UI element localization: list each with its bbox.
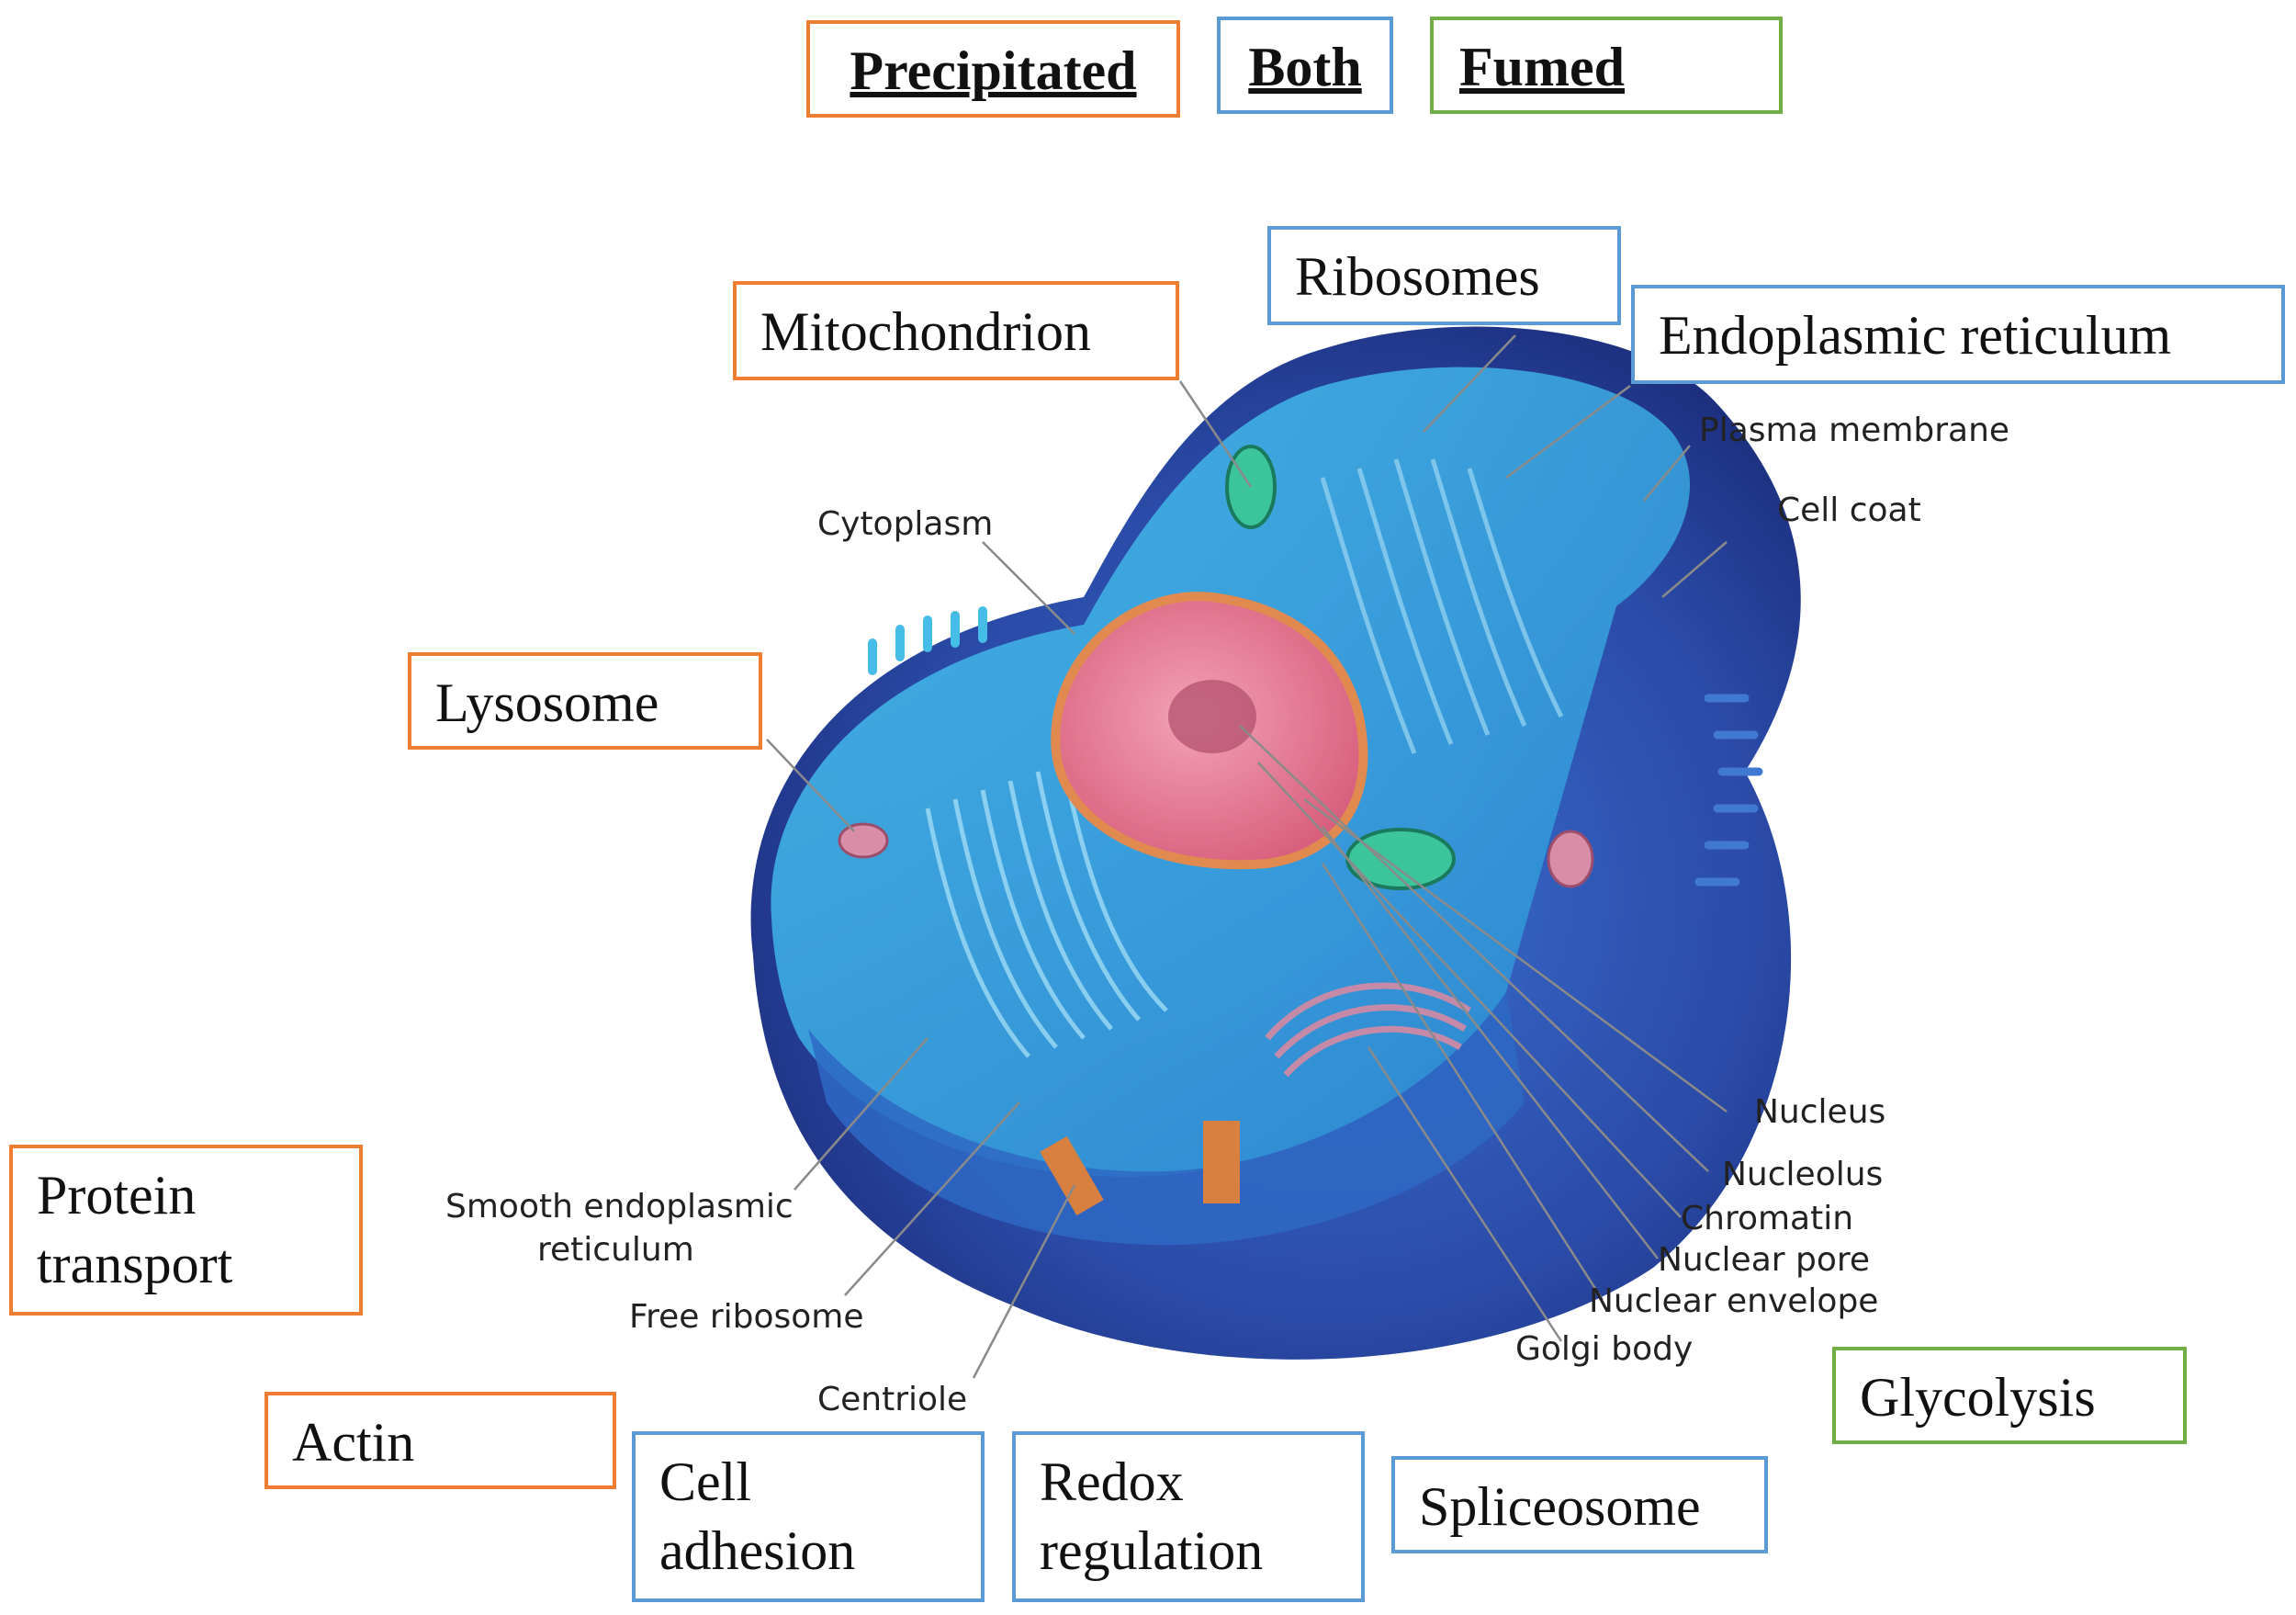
box-ribosomes: Ribosomes xyxy=(1267,226,1621,325)
box-cell-adhesion-line1: Cell xyxy=(659,1451,751,1512)
lysosome-left xyxy=(838,822,889,859)
label-golgi-body: Golgi body xyxy=(1515,1330,1693,1368)
label-smooth-er-line1: Smooth endoplasmic xyxy=(445,1188,793,1225)
lysosome-right xyxy=(1547,830,1594,888)
box-cell-adhesion-line2: adhesion xyxy=(659,1520,856,1581)
centrioles xyxy=(1040,1121,1240,1216)
label-nuclear-envelope: Nuclear envelope xyxy=(1589,1282,1878,1320)
label-centriole: Centriole xyxy=(817,1381,967,1418)
cell-cutaway-wall xyxy=(808,992,1525,1246)
box-spliceosome: Spliceosome xyxy=(1391,1456,1768,1553)
box-cell-adhesion: Cell adhesion xyxy=(632,1431,985,1602)
microvilli xyxy=(868,606,987,675)
nucleolus xyxy=(1168,680,1256,753)
golgi-apparatus xyxy=(1265,982,1471,1078)
rough-er-left xyxy=(925,771,1168,1058)
label-nuclear-pore: Nuclear pore xyxy=(1658,1241,1870,1279)
rough-er-right xyxy=(1320,458,1564,754)
label-nucleus: Nucleus xyxy=(1754,1093,1885,1131)
box-glycolysis: Glycolysis xyxy=(1832,1347,2187,1444)
box-protein-transport: Protein transport xyxy=(9,1145,363,1316)
label-nucleolus: Nucleolus xyxy=(1722,1156,1883,1193)
label-free-ribosome: Free ribosome xyxy=(629,1298,864,1336)
label-cytoplasm: Cytoplasm xyxy=(817,505,993,543)
box-endoplasmic-reticulum: Endoplasmic reticulum xyxy=(1631,285,2285,384)
box-protein-transport-line1: Protein xyxy=(37,1165,197,1225)
label-chromatin: Chromatin xyxy=(1681,1200,1853,1237)
label-plasma-membrane: Plasma membrane xyxy=(1699,412,2009,449)
box-lysosome: Lysosome xyxy=(408,652,762,750)
box-protein-transport-line2: transport xyxy=(37,1234,233,1294)
legend-precipitated: Precipitated xyxy=(806,20,1180,118)
legend-both: Both xyxy=(1217,17,1393,114)
box-redox-regulation-line2: regulation xyxy=(1040,1520,1264,1581)
box-redox-regulation: Redox regulation xyxy=(1012,1431,1365,1602)
label-smooth-er-line2: reticulum xyxy=(537,1231,694,1269)
box-mitochondrion: Mitochondrion xyxy=(733,281,1179,380)
leader-lines xyxy=(766,334,1728,1379)
label-cell-coat: Cell coat xyxy=(1777,491,1921,529)
box-redox-regulation-line1: Redox xyxy=(1040,1451,1184,1512)
cell-coat-projections xyxy=(1694,694,1763,887)
box-actin: Actin xyxy=(264,1392,616,1489)
legend-fumed: Fumed xyxy=(1430,17,1783,114)
